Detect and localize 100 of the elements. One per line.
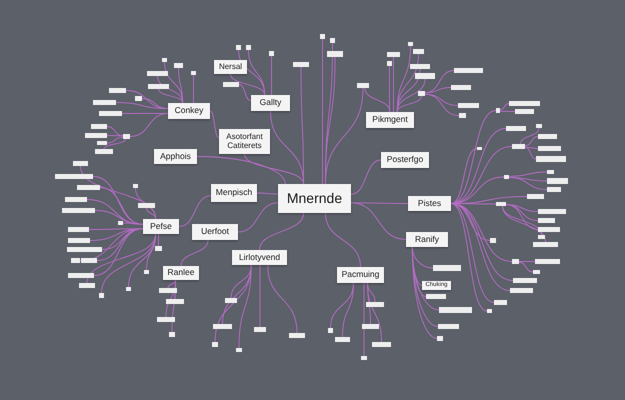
connector-line bbox=[244, 154, 304, 184]
connector-line bbox=[325, 212, 361, 268]
connector-line bbox=[178, 195, 212, 227]
connector-line bbox=[450, 148, 478, 204]
small-node-box bbox=[157, 317, 175, 322]
connector-line bbox=[502, 206, 546, 242]
small-node-box bbox=[504, 175, 509, 179]
small-node-box bbox=[372, 342, 391, 347]
small-node-box bbox=[79, 283, 95, 288]
topic-box: Ranlee bbox=[163, 266, 199, 280]
small-node-box bbox=[133, 184, 138, 188]
small-node-box bbox=[99, 111, 122, 116]
connector-line bbox=[172, 280, 176, 332]
small-node-box bbox=[85, 133, 107, 138]
small-node-box bbox=[426, 294, 446, 299]
connector-line bbox=[502, 206, 542, 236]
topic-box: Pistes bbox=[408, 196, 451, 211]
small-node-box bbox=[236, 45, 241, 50]
small-node-box bbox=[67, 247, 102, 252]
topic-box: Apphois bbox=[154, 149, 197, 164]
small-node-box bbox=[225, 298, 237, 303]
small-node-box bbox=[357, 83, 369, 88]
connector-line bbox=[210, 110, 220, 138]
connector-line bbox=[506, 204, 538, 230]
small-node-box bbox=[123, 134, 130, 139]
connector-line bbox=[130, 112, 168, 137]
topic-box: Conkey bbox=[168, 103, 210, 119]
small-node-box bbox=[212, 342, 218, 347]
connector-line bbox=[256, 192, 278, 195]
connector-line bbox=[238, 202, 278, 232]
small-node-box bbox=[335, 337, 350, 342]
connector-line bbox=[214, 264, 252, 342]
small-node-box bbox=[547, 178, 568, 184]
small-node-box bbox=[65, 197, 87, 202]
small-node-box bbox=[408, 42, 413, 46]
small-node-box bbox=[289, 333, 305, 338]
connector-line bbox=[342, 282, 354, 338]
small-node-box bbox=[506, 126, 526, 131]
small-node-box bbox=[547, 170, 554, 174]
topic-box: Uerfoot bbox=[192, 224, 238, 240]
connector-line bbox=[230, 74, 266, 96]
connector-line bbox=[168, 280, 176, 288]
small-node-box bbox=[55, 174, 93, 179]
connector-line bbox=[267, 264, 298, 334]
connector-line bbox=[180, 240, 209, 266]
small-node-box bbox=[439, 307, 472, 313]
connector-line bbox=[506, 204, 538, 212]
small-node-box bbox=[415, 73, 435, 79]
small-node-box bbox=[538, 218, 555, 223]
small-node-box bbox=[91, 124, 107, 129]
small-node-box bbox=[71, 258, 80, 263]
connector-line bbox=[104, 138, 126, 150]
small-node-box bbox=[174, 63, 183, 68]
small-node-box bbox=[269, 51, 274, 56]
small-node-box bbox=[97, 141, 107, 145]
small-node-box bbox=[191, 71, 196, 75]
connector-line bbox=[325, 56, 336, 184]
small-node-box bbox=[496, 108, 500, 113]
small-node-box bbox=[410, 64, 430, 69]
topic-box: Pikmgent bbox=[366, 112, 414, 128]
small-node-box bbox=[73, 161, 88, 166]
small-node-box bbox=[538, 134, 557, 139]
connector-line bbox=[193, 74, 194, 104]
small-node-box bbox=[538, 146, 561, 151]
connector-line bbox=[424, 70, 454, 94]
connector-line bbox=[500, 110, 516, 112]
small-node-box bbox=[77, 185, 100, 190]
connector-line bbox=[412, 246, 438, 339]
small-node-box bbox=[438, 324, 459, 329]
topic-box: Menpisch bbox=[211, 184, 257, 202]
topic-box: Gallty bbox=[251, 95, 290, 111]
small-node-box bbox=[126, 287, 131, 291]
connector-line bbox=[158, 234, 159, 246]
small-node-box bbox=[118, 221, 123, 225]
connector-line bbox=[259, 212, 304, 250]
connector-line bbox=[238, 264, 252, 348]
connector-line bbox=[86, 199, 144, 225]
connector-line bbox=[146, 208, 156, 220]
small-node-box bbox=[68, 273, 94, 278]
connector-line bbox=[424, 94, 460, 116]
connector-line bbox=[518, 261, 536, 262]
small-node-box bbox=[433, 265, 461, 271]
connector-line bbox=[96, 228, 144, 261]
small-node-box bbox=[68, 238, 90, 243]
small-node-box bbox=[159, 288, 177, 293]
small-node-box bbox=[418, 91, 425, 96]
connector-line bbox=[364, 88, 390, 112]
connector-line bbox=[135, 188, 156, 220]
small-node-box bbox=[155, 246, 162, 251]
connector-line bbox=[106, 136, 124, 144]
connector-line bbox=[424, 87, 452, 94]
small-node-box bbox=[320, 34, 325, 39]
small-node-box bbox=[490, 238, 496, 243]
connector-line bbox=[106, 126, 124, 136]
connector-line bbox=[116, 102, 168, 110]
small-node-box bbox=[93, 100, 116, 105]
connector-line bbox=[157, 76, 184, 104]
small-node-box bbox=[535, 259, 560, 264]
small-node-box bbox=[538, 209, 566, 214]
small-node-box bbox=[533, 242, 558, 247]
